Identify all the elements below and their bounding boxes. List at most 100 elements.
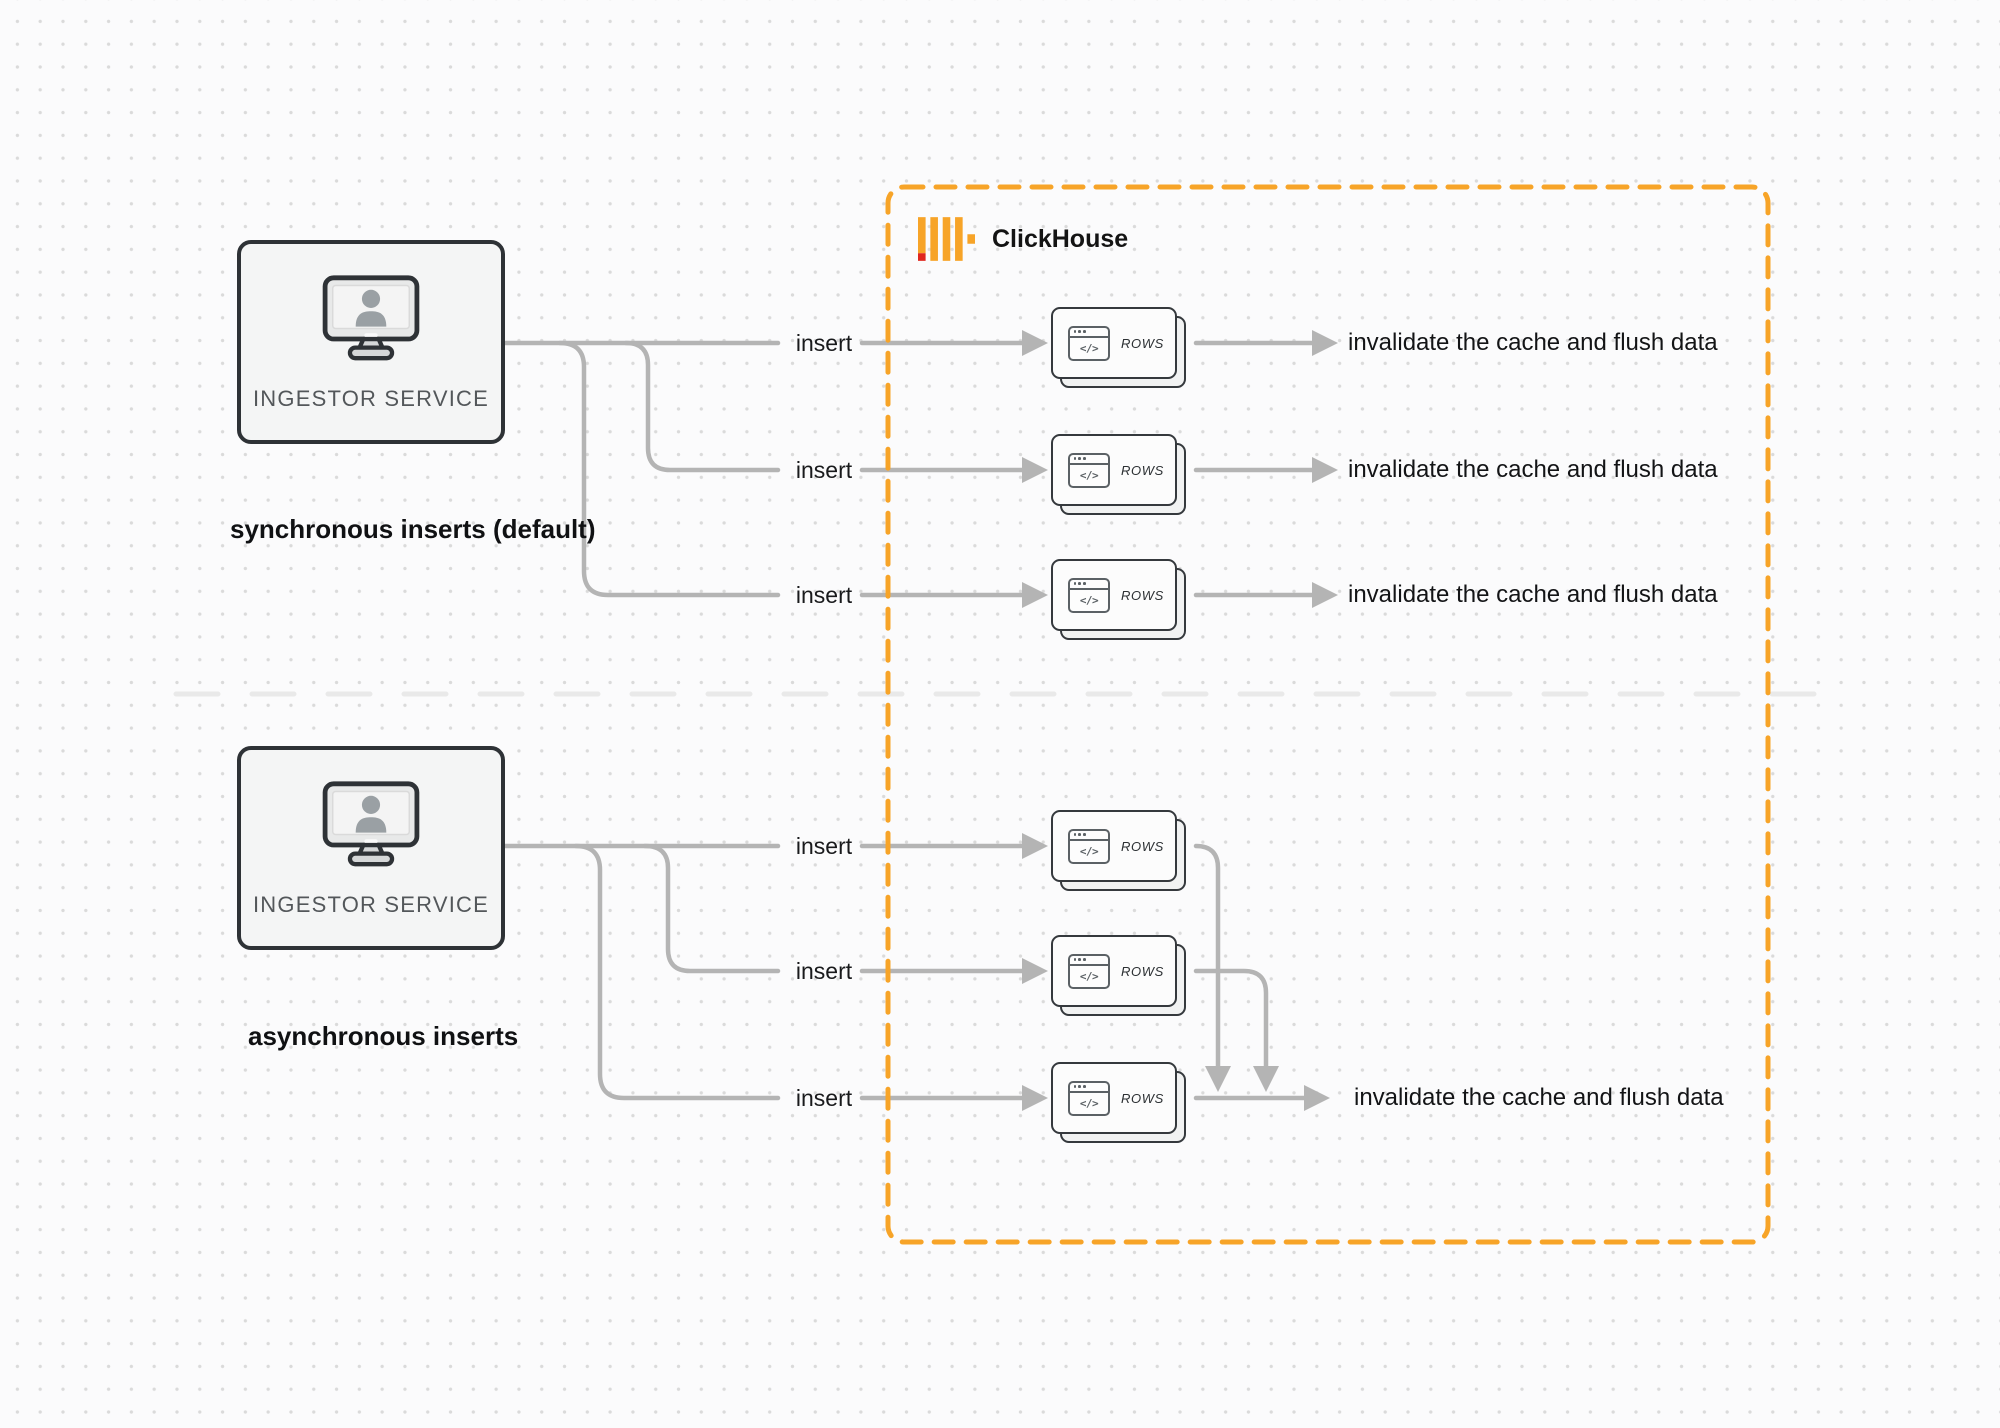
rows-card-front: </> ROWS <box>1051 1062 1177 1134</box>
arrowhead <box>1022 582 1048 608</box>
titlebar-dot <box>1083 1085 1087 1088</box>
sync-branch-to-row2 <box>623 340 781 473</box>
monitor-notch <box>364 333 378 338</box>
titlebar-dot <box>1078 833 1082 836</box>
ingestor-service-box-sync: INGESTOR SERVICE <box>237 240 505 444</box>
titlebar-dot <box>1078 330 1082 333</box>
arrowhead <box>1304 1085 1330 1111</box>
rows-card-front: </> ROWS <box>1051 307 1177 379</box>
sync-connectors <box>502 330 1338 608</box>
logo-bar <box>930 217 938 261</box>
rows-card-label: ROWS <box>1121 335 1164 351</box>
rows-card-label: ROWS <box>1121 1090 1164 1106</box>
arrowhead <box>1312 582 1338 608</box>
titlebar-dot <box>1073 1085 1077 1088</box>
logo-bar <box>942 217 951 261</box>
titlebar-dot <box>1073 833 1077 836</box>
rows-card-label: ROWS <box>1121 838 1164 854</box>
rows-table-card: </> ROWS <box>1051 810 1186 891</box>
code-window-titlebar <box>1070 1083 1108 1093</box>
arrowhead <box>1022 330 1048 356</box>
logo-bar <box>955 217 963 261</box>
monitor-notch <box>364 839 378 844</box>
async-connectors <box>502 833 1330 1111</box>
invalidate-label: invalidate the cache and flush data <box>1354 1084 1724 1111</box>
titlebar-dot <box>1083 457 1087 460</box>
titlebar-dot <box>1083 582 1087 585</box>
code-window-icon: </> <box>1068 452 1110 488</box>
arrowhead <box>1312 330 1338 356</box>
rows-card-front: </> ROWS <box>1051 935 1177 1007</box>
rows-table-card: </> ROWS <box>1051 1062 1186 1143</box>
rows-card-front: </> ROWS <box>1051 559 1177 631</box>
titlebar-dot <box>1073 457 1077 460</box>
code-window-icon: </> <box>1068 828 1110 864</box>
async-merge-line-row4 <box>1193 843 1221 1071</box>
user-shoulders <box>355 817 387 833</box>
code-glyph: </> <box>1079 970 1099 983</box>
user-workstation-icon <box>322 275 420 361</box>
async-caption: asynchronous inserts <box>248 1021 519 1051</box>
code-window-icon: </> <box>1068 953 1110 989</box>
titlebar-dot <box>1073 958 1077 961</box>
arrowhead <box>1312 457 1338 483</box>
rows-card-front: </> ROWS <box>1051 810 1177 882</box>
sync-caption: synchronous inserts (default) <box>230 514 596 544</box>
invalidate-label: invalidate the cache and flush data <box>1348 581 1718 608</box>
clickhouse-logo-icon <box>918 217 975 261</box>
logo-bar <box>918 217 926 254</box>
arrowhead <box>1022 457 1048 483</box>
titlebar-dot <box>1078 582 1082 585</box>
rows-table-card: </> ROWS <box>1051 307 1186 388</box>
clickhouse-boundary-dashed-box <box>885 184 1771 1245</box>
code-window-titlebar <box>1070 580 1108 590</box>
rows-card-label: ROWS <box>1121 587 1164 603</box>
rows-table-card: </> ROWS <box>1051 434 1186 515</box>
rows-card-label: ROWS <box>1121 462 1164 478</box>
code-glyph: </> <box>1079 845 1099 858</box>
user-shoulders <box>355 311 387 327</box>
code-glyph: </> <box>1079 594 1099 607</box>
insert-label: insert <box>795 330 853 356</box>
insert-label: insert <box>795 958 853 984</box>
code-window-icon: </> <box>1068 325 1110 361</box>
code-window-icon: </> <box>1068 577 1110 613</box>
code-window-titlebar <box>1070 831 1108 841</box>
code-window-titlebar <box>1070 328 1108 338</box>
arrowhead-down <box>1205 1066 1231 1092</box>
titlebar-dot <box>1073 330 1077 333</box>
user-head <box>361 795 381 814</box>
clickhouse-label: ClickHouse <box>992 224 1129 253</box>
titlebar-dot <box>1083 833 1087 836</box>
titlebar-dot <box>1083 958 1087 961</box>
insert-label: insert <box>795 582 853 608</box>
user-workstation-icon <box>322 781 420 867</box>
arrowhead-down <box>1253 1066 1279 1092</box>
rows-card-front: </> ROWS <box>1051 434 1177 506</box>
monitor-base <box>347 345 395 361</box>
ingestor-service-label: INGESTOR SERVICE <box>253 386 489 411</box>
async-merge-line-row5 <box>1193 968 1269 1071</box>
titlebar-dot <box>1078 457 1082 460</box>
titlebar-dot <box>1083 330 1087 333</box>
clickhouse-header: ClickHouse <box>918 217 1128 261</box>
arrowhead <box>1022 833 1048 859</box>
rows-card-label: ROWS <box>1121 963 1164 979</box>
arrowhead <box>1022 1085 1048 1111</box>
insert-label: insert <box>795 457 853 483</box>
titlebar-dot <box>1078 958 1082 961</box>
logo-bar-red-tip <box>918 253 926 261</box>
insert-label: insert <box>795 1085 853 1111</box>
invalidate-label: invalidate the cache and flush data <box>1348 329 1718 356</box>
code-glyph: </> <box>1079 469 1099 482</box>
titlebar-dot <box>1073 582 1077 585</box>
invalidate-label: invalidate the cache and flush data <box>1348 456 1718 483</box>
code-window-icon: </> <box>1068 1080 1110 1116</box>
async-branch-to-row5 <box>642 843 781 974</box>
rows-table-card: </> ROWS <box>1051 935 1186 1016</box>
titlebar-dot <box>1078 1085 1082 1088</box>
insert-label: insert <box>795 833 853 859</box>
async-branch-to-row6 <box>573 843 781 1101</box>
